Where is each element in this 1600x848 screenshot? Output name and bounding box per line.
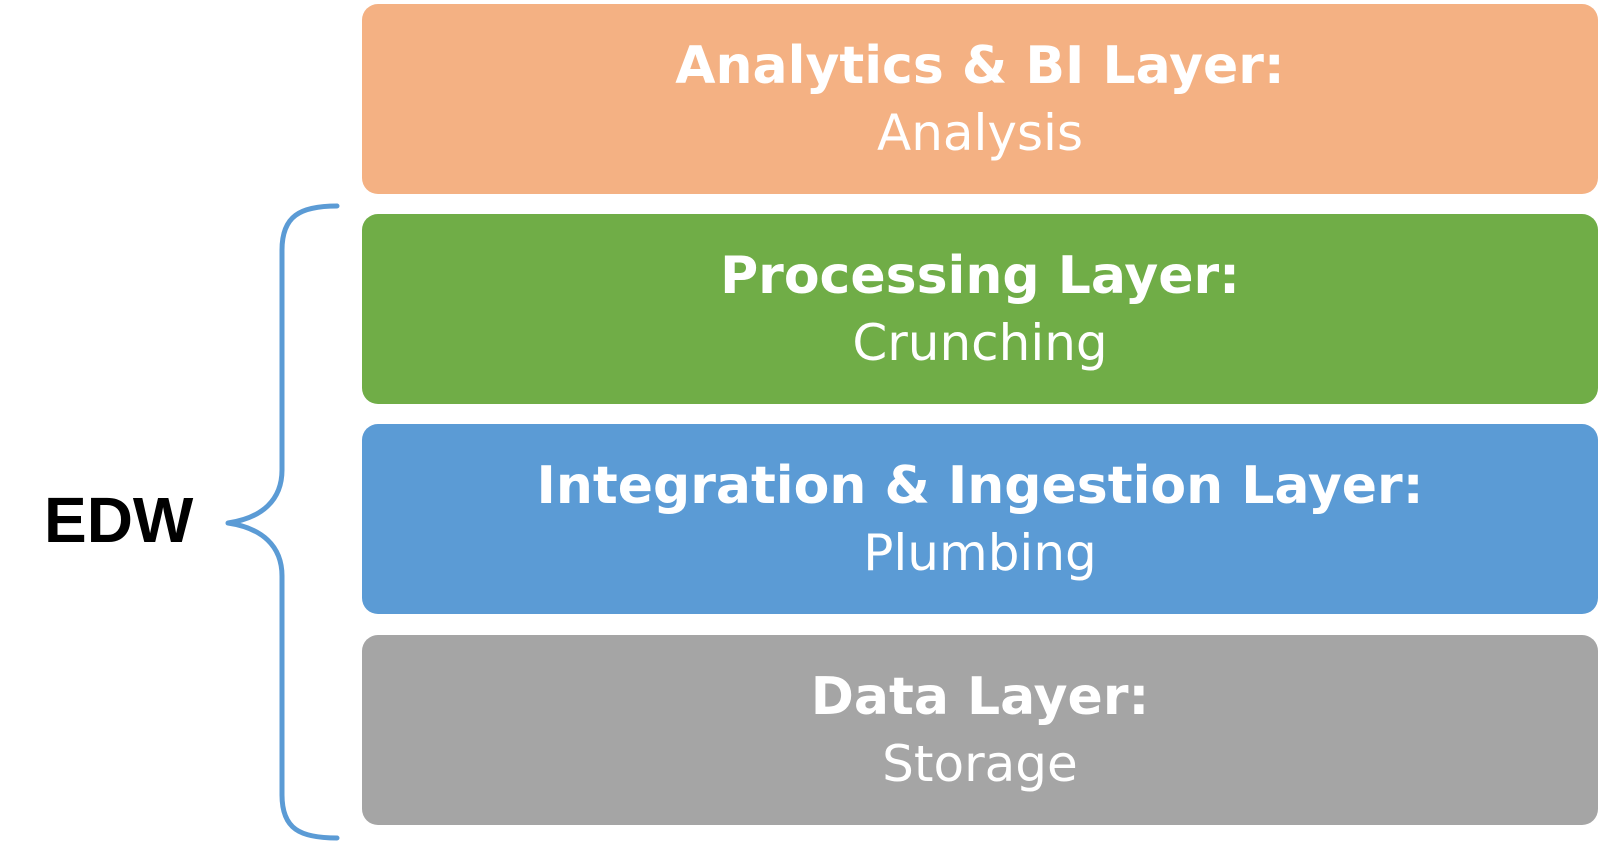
data-layer-box: Data Layer: Storage (362, 635, 1598, 825)
layer-subtitle: Crunching (852, 314, 1108, 372)
layer-subtitle: Analysis (876, 104, 1083, 162)
integration-ingestion-layer-box: Integration & Ingestion Layer: Plumbing (362, 424, 1598, 614)
processing-layer-box: Processing Layer: Crunching (362, 214, 1598, 404)
layer-title: Processing Layer: (720, 246, 1240, 306)
layer-subtitle: Plumbing (863, 524, 1097, 582)
layer-title: Integration & Ingestion Layer: (536, 456, 1424, 516)
brace-path (225, 203, 340, 841)
layer-title: Data Layer: (810, 667, 1150, 727)
layer-title: Analytics & BI Layer: (675, 36, 1285, 96)
analytics-bi-layer-box: Analytics & BI Layer: Analysis (362, 4, 1598, 194)
curly-brace-icon (225, 203, 340, 841)
edw-label: EDW (44, 484, 194, 556)
layer-subtitle: Storage (882, 735, 1078, 793)
